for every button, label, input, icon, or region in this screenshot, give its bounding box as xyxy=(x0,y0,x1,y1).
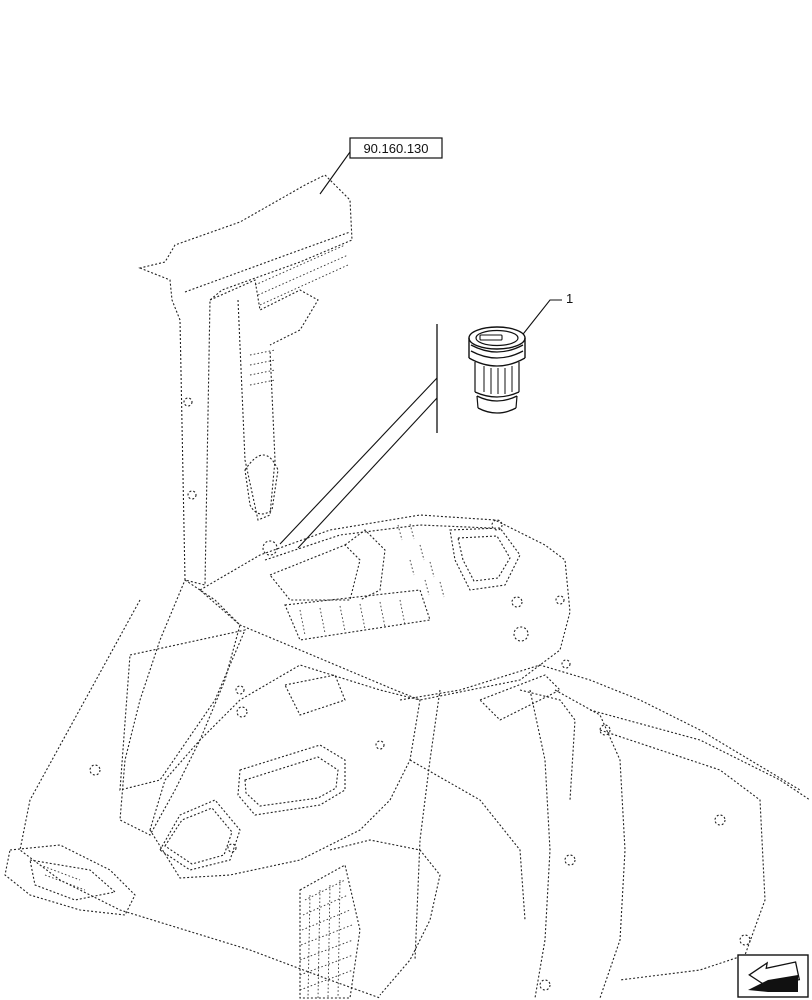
socket-part xyxy=(468,326,526,414)
reference-label-box xyxy=(349,137,443,159)
cab-interior-outline xyxy=(4,174,811,999)
callout-leader-line xyxy=(519,299,562,339)
callout-number: 1 xyxy=(566,291,573,306)
direction-arrow-icon[interactable] xyxy=(737,954,809,998)
reference-label-text: 90.160.130 xyxy=(363,141,428,156)
callout-1[interactable]: 1 xyxy=(566,291,573,306)
installation-leader xyxy=(279,324,438,549)
reference-leader-line xyxy=(319,151,351,195)
reference-label[interactable]: 90.160.130 xyxy=(349,137,443,159)
